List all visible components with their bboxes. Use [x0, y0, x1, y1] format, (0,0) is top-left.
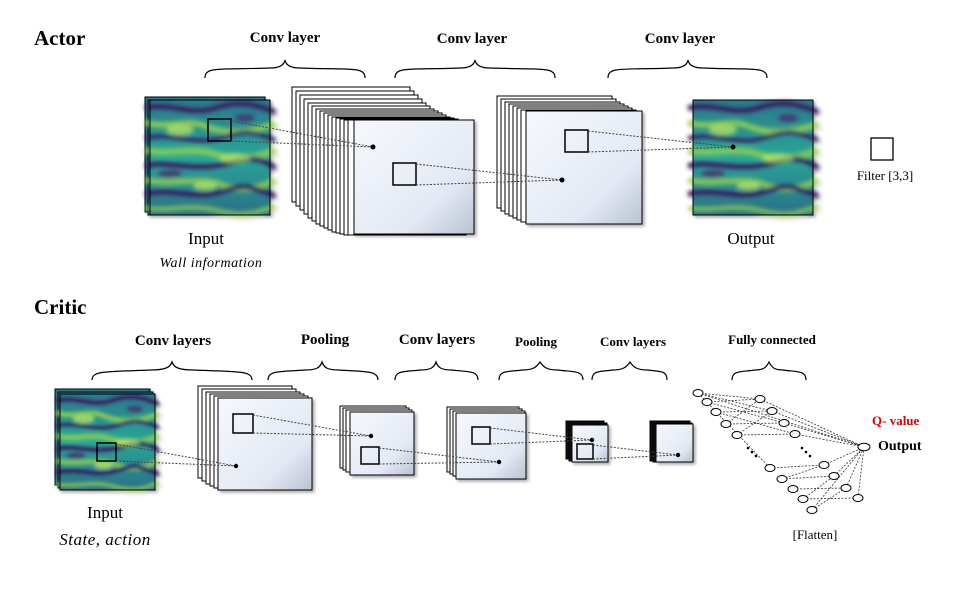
fc-input-node [764, 464, 776, 472]
fc-input-node [731, 431, 743, 439]
critic-stage-label: Fully connected [728, 332, 816, 347]
actor-projection-points [370, 144, 736, 183]
actor-stage-label: Conv layer [436, 31, 508, 47]
critic-stage-label: Conv layers [134, 333, 212, 349]
actor-conv1-filter [392, 162, 417, 186]
critic-input-label: Input [87, 503, 123, 522]
critic-projection-points [233, 433, 681, 469]
critic-stage-label: Conv layers [398, 332, 476, 348]
fc-hidden-node [840, 484, 852, 492]
critic-output-label: Output [878, 439, 922, 454]
fc-hidden-node [852, 494, 864, 502]
fc-hidden-node [778, 419, 790, 427]
fc-input-node [787, 485, 799, 493]
fc-input-node [720, 420, 732, 428]
fc-input-node [701, 398, 713, 406]
actor-braces [204, 59, 768, 79]
fc-hidden-node [818, 461, 830, 469]
fc-hidden-node [828, 472, 840, 480]
fc-ellipsis-dots [746, 446, 812, 458]
actor-conv-stack-2 [496, 95, 643, 225]
fc-input-node [692, 389, 704, 397]
critic-braces [91, 360, 807, 381]
critic-title: Critic [34, 295, 87, 319]
filter-legend-icon [870, 137, 894, 161]
critic-conv2-filter [471, 426, 491, 445]
actor-input-label: Input [188, 229, 224, 248]
critic-stage-label: Pooling [300, 332, 350, 348]
critic-pool2-filter [576, 443, 594, 460]
actor-projection-lines [230, 120, 734, 186]
actor-input-filter [207, 118, 232, 142]
critic-stage-label: Pooling [515, 334, 557, 349]
fc-input-node [806, 506, 818, 514]
fully-connected-network [692, 389, 871, 514]
actor-input-map [145, 96, 275, 215]
fc-hidden-node [754, 395, 766, 403]
critic-conv-stack-1 [197, 385, 313, 491]
critic-input-map [55, 388, 159, 490]
actor-title: Actor [34, 26, 86, 50]
actor-output-map [688, 100, 818, 215]
critic-conv1-filter [232, 413, 254, 434]
actor-stage-label: Conv layer [249, 30, 321, 46]
actor-input-note: Wall information [159, 256, 263, 271]
critic-projection-lines [115, 414, 679, 467]
critic-conv-stack-2 [446, 406, 527, 480]
critic-input-note: State, action [59, 530, 151, 549]
fc-input-node [776, 475, 788, 483]
flatten-label: [Flatten] [792, 527, 838, 542]
fc-input-node [710, 408, 722, 416]
fc-input-node [797, 495, 809, 503]
q-value-label: Q- value [872, 413, 920, 428]
critic-pool-stack-2 [565, 420, 609, 463]
critic-input-filter [96, 442, 117, 462]
actor-stage-label: Conv layer [644, 31, 716, 47]
filter-legend-label: Filter [3,3] [856, 168, 914, 183]
critic-pool1-filter [360, 446, 380, 465]
actor-conv2-filter [564, 129, 589, 153]
fc-hidden-node [766, 407, 778, 415]
critic-stage-label: Conv layers [599, 334, 667, 349]
fc-hidden-node [789, 430, 801, 438]
fc-output-node [857, 442, 871, 452]
actor-conv-stack-1 [291, 86, 475, 236]
actor-output-label: Output [727, 229, 775, 248]
